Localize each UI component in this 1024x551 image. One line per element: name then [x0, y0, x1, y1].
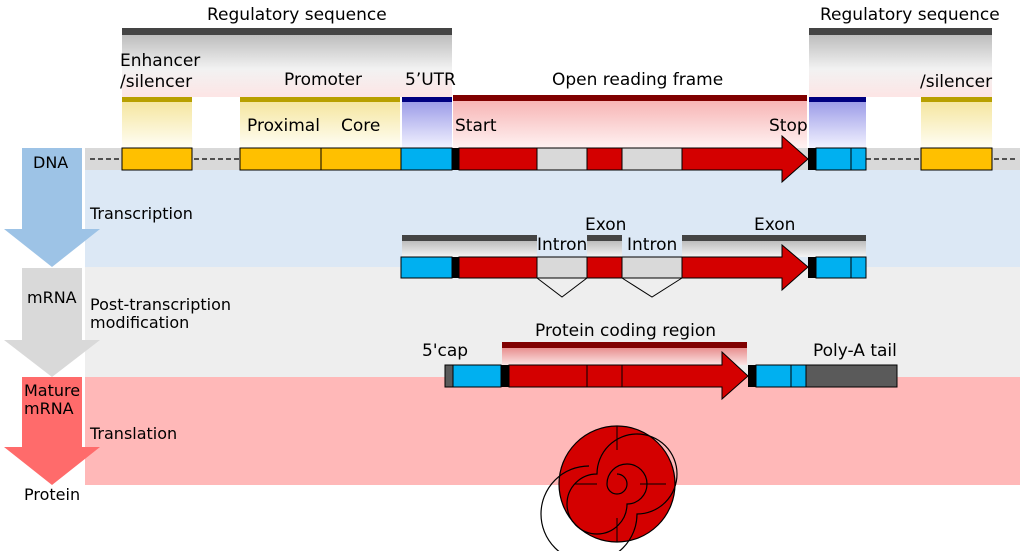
translation-label: Translation [89, 424, 177, 443]
silencer-block-right [920, 147, 993, 171]
mrna-stop-codon [808, 257, 816, 278]
regulatory-bar-right [809, 28, 992, 35]
mature-coding-arrow [508, 350, 749, 401]
coding-region-bar [502, 342, 747, 348]
stop-codon [808, 148, 816, 170]
mature-stop-codon [748, 365, 756, 387]
post-transcription-label-1: Post-transcription [90, 295, 231, 314]
orf-shade [453, 101, 807, 148]
regulatory-label-left: Regulatory sequence [207, 5, 387, 25]
protein-label: Protein [24, 485, 80, 504]
mrna-exon-shade-3 [682, 241, 866, 257]
dna-intron-2 [621, 147, 683, 171]
translation-band [85, 377, 1020, 485]
mrna-utr3 [815, 256, 867, 279]
mrna-label: mRNA [27, 288, 77, 307]
mrna-stage-arrow [4, 268, 100, 377]
utr5-label: 5’UTR [405, 70, 456, 90]
regulatory-label-right: Regulatory sequence [820, 5, 1000, 25]
core-label: Core [341, 116, 380, 136]
exon-label-1: Exon [585, 215, 626, 235]
dna-label: DNA [33, 153, 68, 172]
utr5-shade [402, 102, 452, 148]
regulatory-shade-right [809, 35, 992, 97]
mrna-start-codon [452, 257, 459, 278]
mature-mrna-label-2: mRNA [24, 399, 74, 418]
enhancer-label-2: /silencer [120, 72, 192, 92]
mrna-exon-shade-2 [587, 241, 622, 257]
utr3-bar [809, 97, 866, 102]
promoter-bar [240, 97, 400, 102]
dna-exon-3-arrow [681, 134, 809, 184]
enhancer-bar-left [122, 97, 192, 102]
mrna-exon-bar-2 [587, 235, 622, 241]
transcription-label: Transcription [89, 204, 193, 223]
mature-mrna-label-1: Mature [24, 381, 80, 400]
dna-exon-1 [458, 147, 538, 171]
regulatory-bar-left [122, 28, 452, 35]
mrna-intron-1 [536, 256, 588, 279]
mrna-utr5 [400, 256, 453, 279]
core-promoter-block [320, 147, 402, 171]
enhancer-block-left [121, 147, 193, 171]
start-codon [452, 148, 459, 170]
mature-utr5 [452, 364, 502, 388]
regulatory-shade-left [122, 35, 452, 97]
mrna-exon-shade-1 [402, 241, 537, 257]
mature-mrna-stage-arrow [4, 377, 100, 485]
silencer-shade-right [921, 102, 992, 148]
intron-label-2: Intron [627, 235, 677, 255]
silencer-label-right: /silencer [920, 72, 992, 92]
splice-line-1 [536, 277, 588, 298]
utr3-shade [809, 102, 866, 148]
mrna-exon-bar-1 [402, 235, 537, 241]
utr5-bar [402, 97, 452, 102]
dna-exon-2 [586, 147, 623, 171]
coding-region-label: Protein coding region [535, 321, 716, 341]
mrna-exon-bar-3 [682, 235, 866, 241]
dna-intron-1 [536, 147, 588, 171]
protein-icon [540, 425, 678, 551]
start-label: Start [455, 116, 497, 136]
mature-utr3 [755, 364, 807, 388]
mrna-exon-2 [586, 256, 623, 279]
intron-label-1: Intron [537, 235, 587, 255]
enhancer-shade-left [122, 102, 192, 148]
enhancer-label-1: Enhancer [120, 51, 200, 71]
stop-label: Stop [769, 116, 808, 136]
five-prime-cap [444, 364, 454, 388]
exon-label-2: Exon [754, 215, 795, 235]
utr5-block [400, 147, 453, 171]
orf-bar [453, 95, 807, 101]
splice-line-2 [621, 277, 683, 298]
polya-tail [805, 364, 898, 388]
proximal-label: Proximal [247, 116, 320, 136]
mrna-intron-2 [621, 256, 683, 279]
polya-label: Poly-A tail [813, 341, 897, 361]
promoter-shade [240, 102, 400, 148]
orf-label: Open reading frame [552, 70, 723, 90]
dna-stage-arrow [4, 148, 100, 267]
mrna-exon-3-arrow [681, 243, 809, 292]
promoter-label: Promoter [284, 70, 362, 90]
coding-region-shade [502, 348, 747, 365]
post-transcription-label-2: modification [90, 313, 189, 332]
silencer-bar-right [921, 97, 992, 102]
mrna-exon-1 [458, 256, 538, 279]
mature-start-codon [501, 365, 509, 387]
cap-label: 5'cap [422, 341, 468, 361]
utr3-block [815, 147, 867, 171]
proximal-promoter-block [239, 147, 322, 171]
